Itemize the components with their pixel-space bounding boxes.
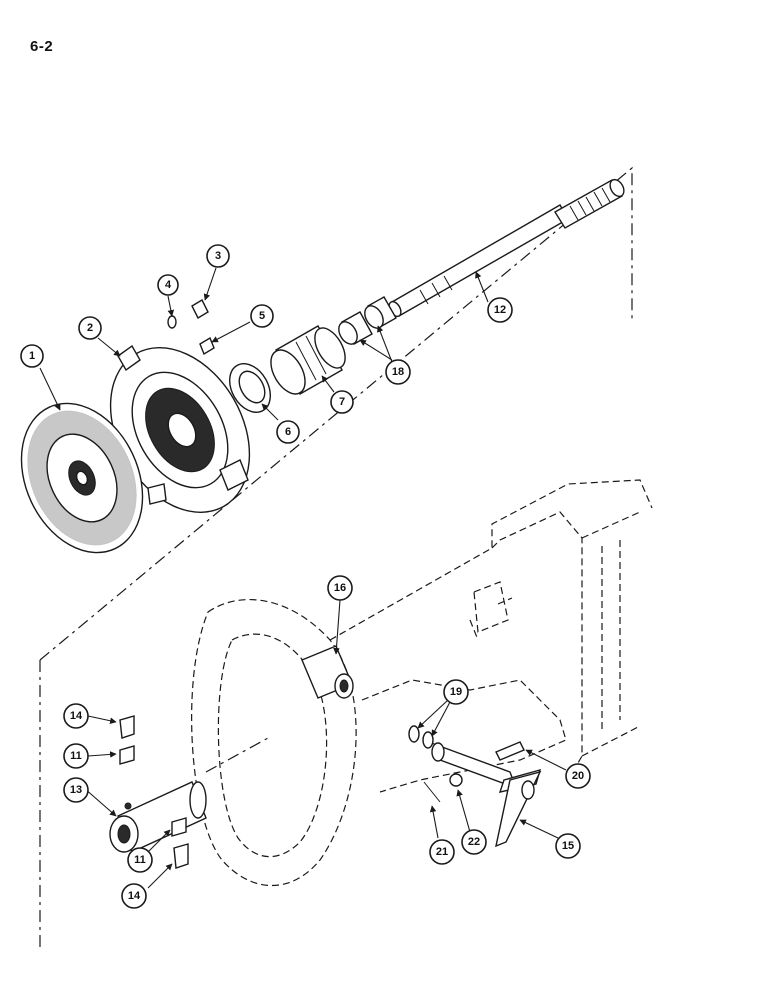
callout-7: 7 [330,390,354,414]
svg-text:7: 7 [339,396,345,408]
callout-14: 14 [63,703,89,729]
callout-5: 5 [250,304,274,328]
svg-text:2: 2 [87,322,93,334]
assembly-boundary [39,166,633,950]
sleeve-assembly [109,715,207,869]
svg-text:22: 22 [468,836,480,848]
cross-shaft-assembly [408,725,542,848]
clutch-disc [20,402,144,554]
callout-11: 11 [63,743,89,769]
svg-text:20: 20 [572,770,584,782]
callout-22: 22 [461,829,487,855]
bushings [338,296,397,345]
svg-text:3: 3 [215,250,221,262]
svg-text:18: 18 [392,366,404,378]
callout-16: 16 [327,575,353,601]
callout-3: 3 [206,244,230,268]
svg-text:11: 11 [134,854,146,866]
callout-11: 11 [127,847,153,873]
svg-text:14: 14 [70,710,83,722]
svg-text:19: 19 [450,686,462,698]
leader-lines [39,267,567,889]
svg-text:4: 4 [165,279,172,291]
small-fasteners [167,299,215,356]
callout-19: 19 [443,679,469,705]
svg-text:1: 1 [29,350,35,362]
svg-text:13: 13 [70,784,82,796]
callout-6: 6 [276,420,300,444]
callout-4: 4 [157,274,179,296]
callout-21: 21 [429,839,455,865]
callout-12: 12 [487,297,513,323]
callout-15: 15 [555,833,581,859]
pressure-plate [109,344,251,513]
release-bearing [229,363,271,413]
bearing-carrier [270,325,346,395]
center-line [205,737,269,773]
svg-text:21: 21 [436,846,448,858]
page-number: 6-2 [30,38,54,55]
svg-text:12: 12 [494,304,506,316]
callout-13: 13 [63,777,89,803]
callout-2: 2 [78,316,102,340]
callout-14: 14 [121,883,147,909]
svg-text:5: 5 [259,310,265,322]
callout-20: 20 [565,763,591,789]
svg-text:14: 14 [128,890,141,902]
callout-18: 18 [385,359,411,385]
transmission-housing [191,479,653,887]
svg-text:11: 11 [70,750,82,762]
svg-text:6: 6 [285,426,291,438]
svg-text:16: 16 [334,582,346,594]
svg-text:15: 15 [562,840,574,852]
callout-1: 1 [20,344,44,368]
housing-boss [301,645,354,699]
input-shaft [388,178,625,318]
